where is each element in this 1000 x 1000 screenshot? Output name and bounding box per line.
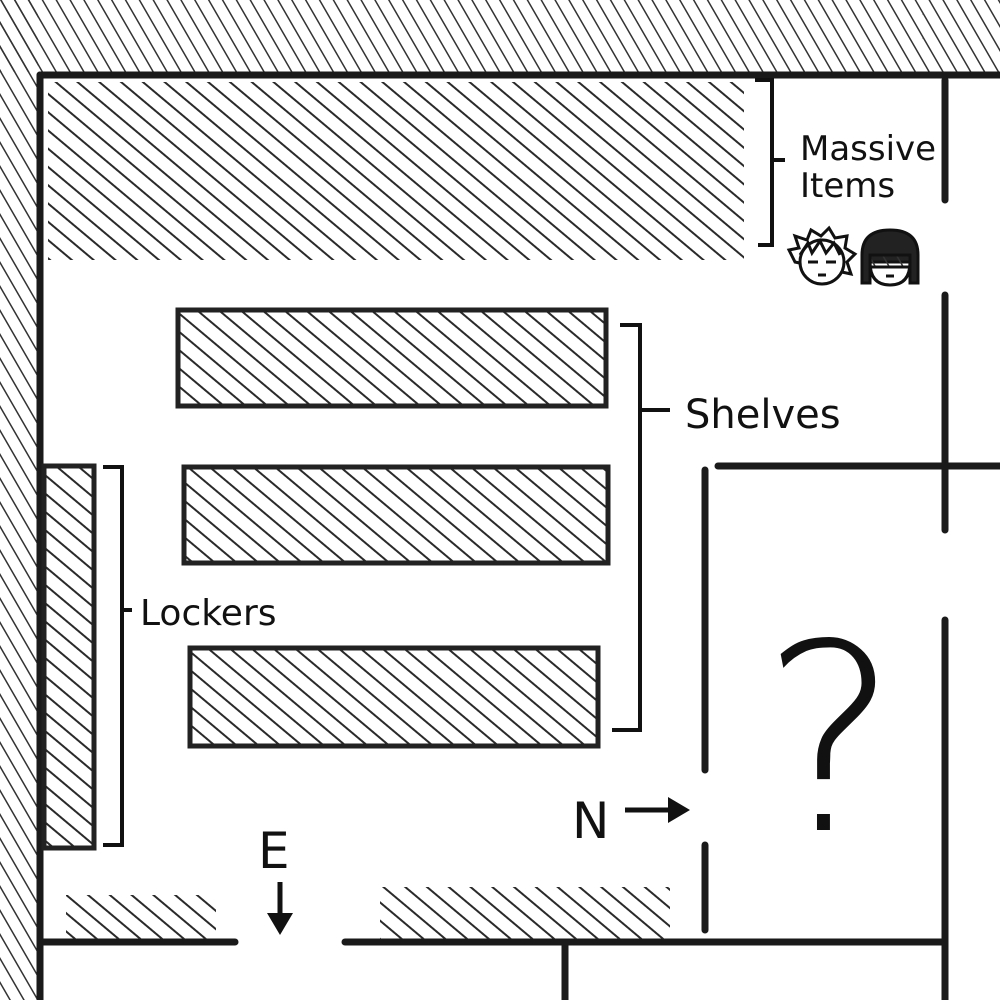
arrow-right-icon xyxy=(625,797,690,823)
bottom-block-right xyxy=(380,887,670,939)
unknown-room-question-mark: ? xyxy=(761,590,899,892)
shelves xyxy=(175,307,611,749)
shelf-3 xyxy=(187,645,601,749)
massive-items-label-2: Items xyxy=(800,166,895,206)
massive-items-bracket xyxy=(755,78,785,247)
lockers-bracket xyxy=(103,465,132,847)
massive-items-label-1: Massive xyxy=(800,129,936,169)
walls xyxy=(36,71,1000,1000)
character-face-visor-icon xyxy=(860,228,920,287)
bottom-block-left xyxy=(66,895,216,939)
shelves-label: Shelves xyxy=(685,392,841,438)
character-face-spiky-hair-icon xyxy=(786,225,858,286)
shelf-1 xyxy=(175,307,609,409)
arrow-down-icon xyxy=(267,882,293,935)
shelves-bracket xyxy=(612,323,670,732)
massive-items-block xyxy=(48,82,744,260)
north-label: N xyxy=(572,792,609,850)
outer-wall-left xyxy=(0,0,38,1000)
shelf-2 xyxy=(181,464,611,566)
lockers-block xyxy=(41,463,97,851)
east-label: E xyxy=(258,822,290,880)
lockers-label: Lockers xyxy=(140,593,277,634)
outer-wall-top xyxy=(0,0,1000,72)
